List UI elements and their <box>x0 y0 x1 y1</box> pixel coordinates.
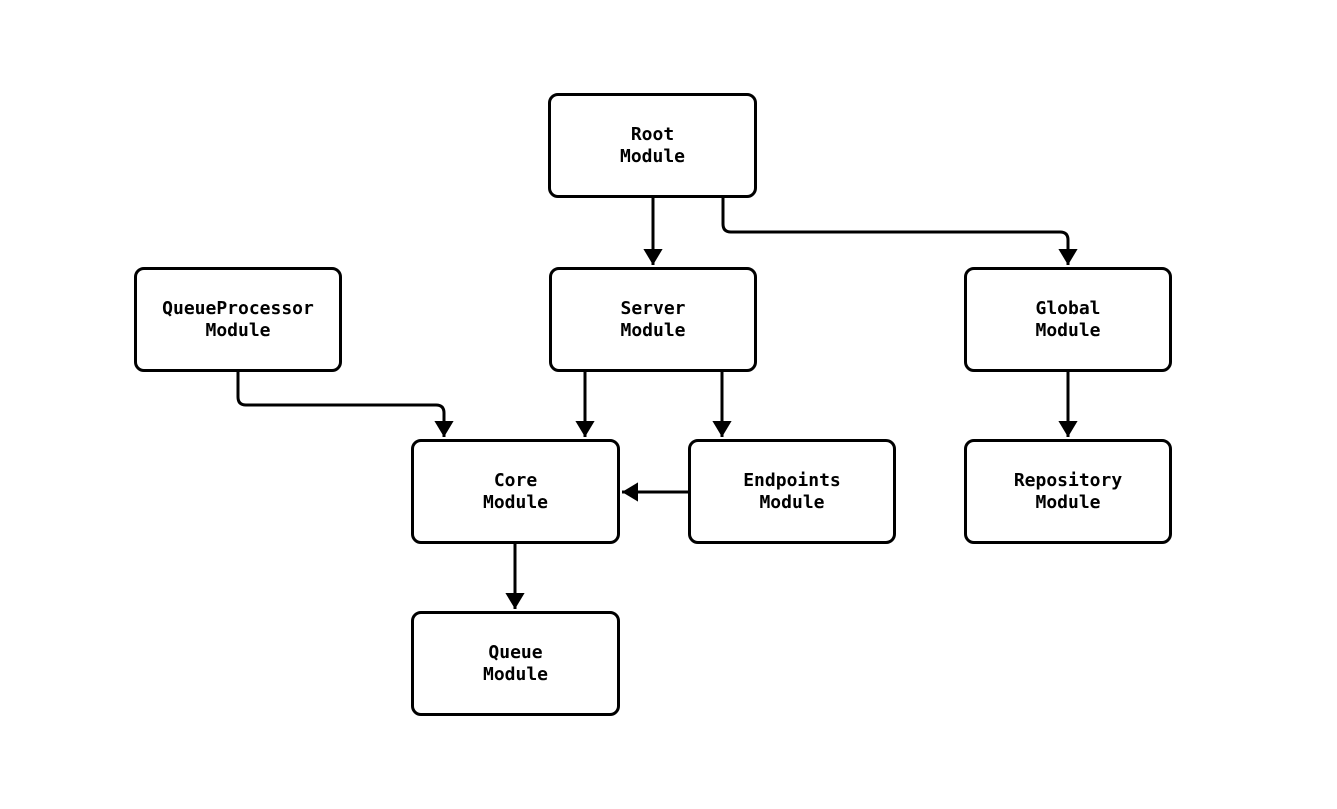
node-endpoints-module: Endpoints Module <box>688 439 896 544</box>
edge-root-to-global <box>721 198 1078 265</box>
node-repository-module: Repository Module <box>964 439 1172 544</box>
node-label: QueueProcessor Module <box>162 297 314 341</box>
node-label: Server Module <box>620 297 686 341</box>
node-core-module: Core Module <box>411 439 620 544</box>
node-label: Root Module <box>619 123 686 167</box>
node-label: Queue Module <box>482 641 549 685</box>
node-queueprocessor-module: QueueProcessor Module <box>134 267 342 372</box>
node-label: Global Module <box>1035 297 1101 341</box>
node-label: Core Module <box>482 469 549 513</box>
node-label: Endpoints Module <box>743 469 841 513</box>
edge-queueprocessor-to-core <box>236 372 454 437</box>
node-label: Repository Module <box>1013 469 1123 513</box>
node-global-module: Global Module <box>964 267 1172 372</box>
node-queue-module: Queue Module <box>411 611 620 716</box>
node-root-module: Root Module <box>548 93 757 198</box>
node-server-module: Server Module <box>549 267 757 372</box>
